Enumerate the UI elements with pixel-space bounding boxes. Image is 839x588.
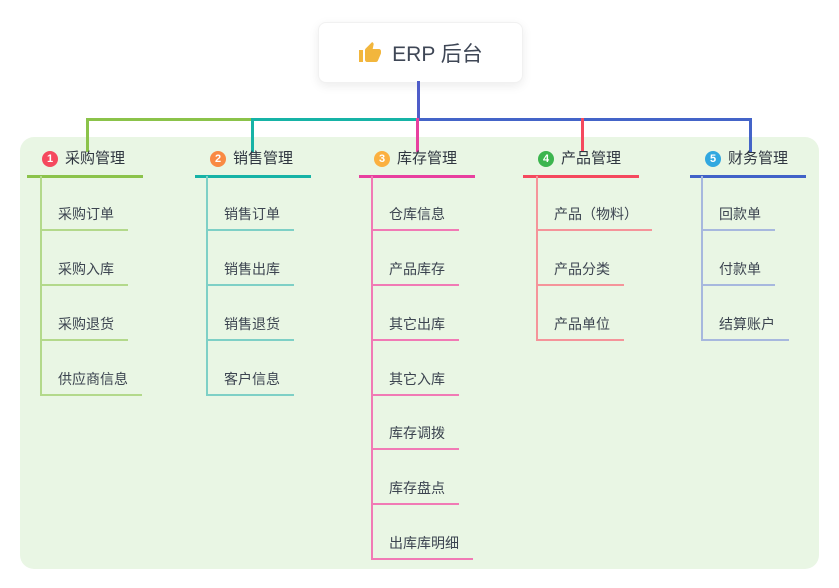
- node-item[interactable]: 回款单: [701, 201, 775, 231]
- node-item[interactable]: 其它出库: [371, 311, 459, 341]
- branch-3-connector: [416, 118, 419, 152]
- branch-label-sales[interactable]: 2 销售管理: [195, 149, 312, 178]
- node-item[interactable]: 产品（物料）: [536, 201, 652, 231]
- subtree-connector-line: [536, 176, 538, 341]
- branch-4-connector: [581, 118, 584, 152]
- node-item[interactable]: 产品分类: [536, 256, 624, 286]
- root-node-label: ERP 后台: [392, 42, 483, 66]
- branch-label-product[interactable]: 4 产品管理: [523, 149, 640, 178]
- node-item[interactable]: 其它入库: [371, 366, 459, 396]
- node-item[interactable]: 销售退货: [206, 311, 294, 341]
- node-item[interactable]: 库存调拨: [371, 420, 459, 450]
- node-item[interactable]: 付款单: [701, 256, 775, 286]
- subtree-connector-line: [371, 176, 373, 560]
- node-item[interactable]: 客户信息: [206, 366, 294, 396]
- node-item[interactable]: 销售订单: [206, 201, 294, 231]
- branch-label-text: 采购管理: [65, 150, 126, 167]
- connector-bus-green: [86, 118, 253, 121]
- branch-label-text: 库存管理: [397, 150, 458, 167]
- branch-label-finance[interactable]: 5 财务管理: [690, 149, 807, 178]
- subtree-connector-line: [206, 176, 208, 396]
- subtree-connector-line: [40, 176, 42, 396]
- branch-number-badge: 2: [210, 151, 226, 167]
- node-item[interactable]: 库存盘点: [371, 475, 459, 505]
- branch-number-badge: 1: [42, 151, 58, 167]
- root-node[interactable]: ERP 后台: [318, 22, 523, 83]
- branch-label-text: 财务管理: [728, 150, 789, 167]
- subtree-connector-line: [701, 176, 703, 341]
- branch-5-connector: [749, 118, 752, 152]
- connector-bus-teal: [253, 118, 416, 121]
- branch-number-badge: 4: [538, 151, 554, 167]
- node-item[interactable]: 产品库存: [371, 256, 459, 286]
- branch-number-badge: 3: [374, 151, 390, 167]
- node-item[interactable]: 产品单位: [536, 311, 624, 341]
- branch-label-text: 产品管理: [561, 150, 622, 167]
- root-connector-line: [417, 81, 420, 119]
- branch-label-text: 销售管理: [233, 150, 294, 167]
- node-item[interactable]: 供应商信息: [40, 366, 142, 396]
- mindmap-panel: [20, 137, 819, 569]
- branch-number-badge: 5: [705, 151, 721, 167]
- branch-label-procurement[interactable]: 1 采购管理: [27, 149, 144, 178]
- node-item[interactable]: 出库库明细: [371, 530, 473, 560]
- node-item[interactable]: 仓库信息: [371, 201, 459, 231]
- node-item[interactable]: 采购入库: [40, 256, 128, 286]
- thumbs-up-icon: [359, 41, 382, 62]
- node-item[interactable]: 结算账户: [701, 311, 789, 341]
- node-item[interactable]: 销售出库: [206, 256, 294, 286]
- branch-label-inventory[interactable]: 3 库存管理: [359, 149, 476, 178]
- node-item[interactable]: 采购退货: [40, 311, 128, 341]
- branch-1-connector: [86, 118, 89, 152]
- branch-2-connector: [251, 118, 254, 152]
- node-item[interactable]: 采购订单: [40, 201, 128, 231]
